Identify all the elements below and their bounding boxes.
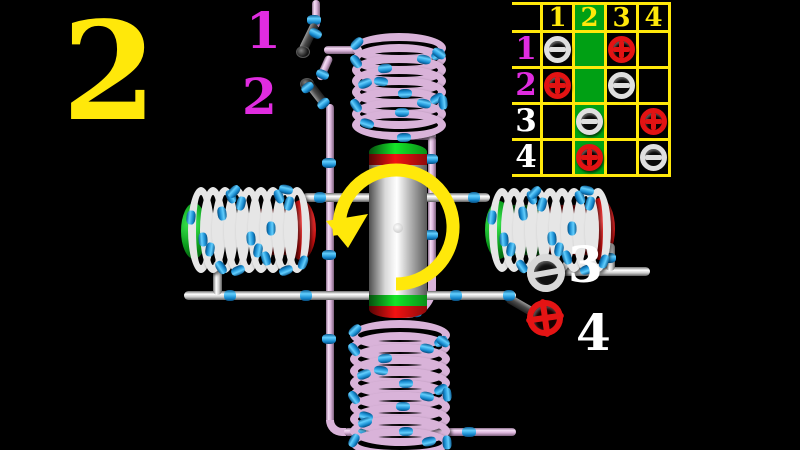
table-column-header: 1	[543, 5, 575, 33]
connector-band	[468, 192, 480, 203]
connector-band	[450, 290, 462, 301]
current-step-number: 2	[62, 0, 157, 152]
table-column-header: 4	[639, 5, 671, 33]
wire-switch1-feed	[312, 0, 320, 28]
coil-connector-band	[266, 221, 276, 236]
table-corner-cell	[512, 5, 543, 33]
minus-symbol	[608, 72, 635, 99]
coil-connector-band	[547, 231, 558, 247]
connector-band	[322, 250, 336, 260]
table-cell	[575, 141, 607, 177]
rod-rotor-to-rightcoil	[424, 193, 490, 202]
table-cell	[639, 33, 671, 69]
coil-connector-band	[567, 221, 577, 236]
table-row-label: 3	[512, 105, 543, 141]
table-cell	[543, 33, 575, 69]
wire-right-run	[428, 136, 436, 272]
coil-connector-band	[441, 387, 453, 403]
connector-band	[462, 427, 476, 437]
coil-connector-band	[198, 232, 209, 247]
wire-left-elbow	[326, 420, 346, 436]
connector-band	[307, 15, 321, 25]
connector-band	[322, 334, 336, 344]
left-coil-loop	[284, 187, 310, 273]
connector-band	[322, 158, 336, 168]
connector-band	[503, 290, 515, 301]
switch1-open-tip	[296, 46, 310, 58]
table-cell	[607, 33, 639, 69]
minus-symbol	[544, 36, 571, 63]
plus-symbol	[608, 36, 635, 63]
table-cell	[639, 105, 671, 141]
switch1-label: 1	[246, 1, 281, 60]
minus-symbol	[640, 144, 667, 171]
table-cell	[639, 141, 671, 177]
switch2-label: 2	[242, 67, 277, 126]
table-cell	[543, 69, 575, 105]
wire-left-run	[326, 104, 334, 424]
table-cell	[607, 69, 639, 105]
rotor-axle-dot	[393, 223, 403, 233]
terminal3-label: 3	[568, 235, 603, 294]
table-cell	[639, 69, 671, 105]
terminal3-wire	[556, 267, 650, 276]
table-row-label: 1	[512, 33, 543, 69]
table-cell	[575, 105, 607, 141]
right-coil-loop	[585, 188, 611, 272]
plus-symbol	[576, 144, 603, 171]
coil-connector-band	[437, 95, 449, 111]
rod-main-lower	[184, 291, 516, 300]
terminal4-label: 4	[576, 303, 611, 362]
table-cell	[543, 105, 575, 141]
coil-connector-band	[397, 89, 412, 99]
connector-band	[224, 290, 236, 301]
wire-switch1-to-top-coil	[324, 46, 362, 54]
rod-leftcoil-down	[213, 261, 222, 295]
connector-band	[300, 290, 312, 301]
rotation-arrow	[326, 163, 460, 291]
table-column-header: 2	[575, 5, 607, 33]
terminal4-plus-symbol	[524, 297, 566, 339]
table-column-header: 3	[607, 5, 639, 33]
coil-connector-band	[398, 427, 413, 437]
minus-symbol	[576, 108, 603, 135]
coil-connector-band	[394, 107, 410, 117]
rotor-bottom-red-band	[369, 306, 427, 318]
table-cell	[575, 33, 607, 69]
rotor-top-red-band	[369, 154, 427, 165]
coil-connector-band	[499, 231, 510, 247]
table-cell	[607, 105, 639, 141]
plus-symbol	[544, 72, 571, 99]
coil-connector-band	[442, 435, 452, 450]
connector-band	[424, 154, 438, 164]
coil-connector-band	[396, 401, 411, 411]
coil-connector-band	[397, 133, 412, 143]
rotor-top-green-band	[369, 143, 427, 154]
connector-band	[314, 192, 326, 203]
table-row-label: 4	[512, 141, 543, 177]
table-cell	[543, 141, 575, 177]
table-cell	[607, 141, 639, 177]
table-cell	[575, 69, 607, 105]
table-row-label: 2	[512, 69, 543, 105]
plus-symbol	[640, 108, 667, 135]
rotor-bottom-green-band	[369, 295, 427, 306]
connector-band	[424, 230, 438, 240]
